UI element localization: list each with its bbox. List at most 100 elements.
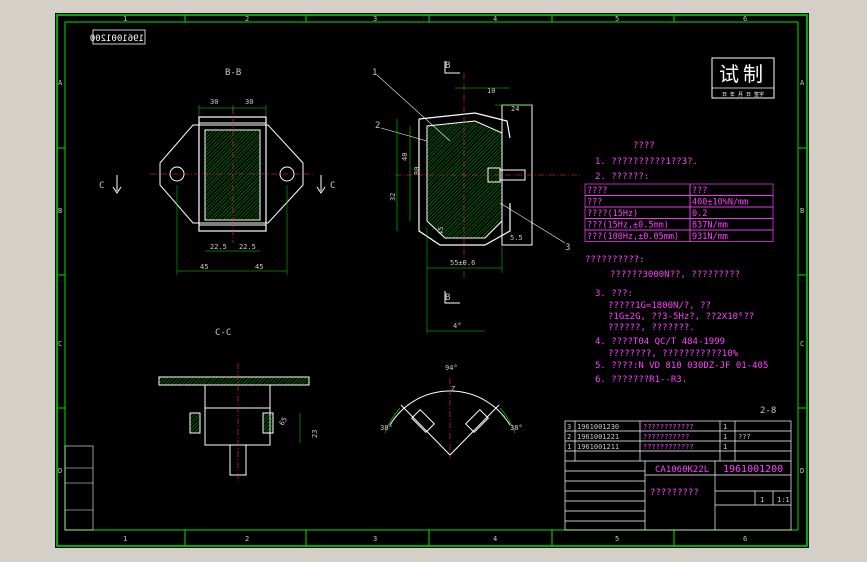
row-marker-c-r: C xyxy=(800,340,804,348)
dim-bb-bot-right: 45 xyxy=(255,263,263,271)
parts-list-cell: 1 xyxy=(723,433,727,441)
note-4a: 4. ????T04 QC/T 484-1999 xyxy=(595,337,725,347)
note-2b: ??????????: xyxy=(585,255,645,265)
note-4b: ????????, ???????????10% xyxy=(608,349,739,359)
cad-drawing: 1 2 3 4 5 6 1 2 3 4 5 6 A B C D A B C D … xyxy=(56,14,808,547)
dim-bb-top-right: 30 xyxy=(245,98,253,106)
note-3a: 3. ???: xyxy=(595,289,633,299)
section-b-bottom: B xyxy=(445,293,450,303)
col-marker-4: 4 xyxy=(493,15,497,23)
row-marker-a-r: A xyxy=(800,79,805,87)
parts-list-cell: ??? xyxy=(738,433,751,441)
spec-table-cell: 0.2 xyxy=(692,209,707,219)
dim-side-55: 55±0.6 xyxy=(450,259,475,267)
spec-table-cell: 837N/mm xyxy=(692,221,728,231)
col-marker-2: 2 xyxy=(245,15,249,23)
spec-table-cell-border xyxy=(689,229,774,242)
col-marker-4b: 4 xyxy=(493,535,497,543)
callout-1: 1 xyxy=(372,68,377,78)
spec-table-cell: ??? xyxy=(692,186,707,196)
parts-list-cell: 3 xyxy=(567,423,571,431)
dim-side-24: 24 xyxy=(511,105,519,113)
dim-cc-65: 65 xyxy=(278,416,289,427)
notes-title: ???? xyxy=(633,141,655,151)
side-section-view xyxy=(376,61,580,333)
col-marker-3b: 3 xyxy=(373,535,377,543)
note-2: 2. ??????: xyxy=(595,172,649,182)
revision-block xyxy=(64,445,94,531)
dim-side-40: 40 xyxy=(401,153,409,161)
col-marker-2b: 2 xyxy=(245,535,249,543)
parts-list-cell: 1 xyxy=(723,423,727,431)
spec-table-cell: ???(100Hz,±0.05mm) xyxy=(587,232,679,242)
doc-number-box xyxy=(92,29,146,45)
technical-notes: ???? 1. ??????????1??3?. 2. ??????: xyxy=(595,141,698,182)
spec-table-cell: ????(15Hz) xyxy=(587,209,638,219)
parts-list-cell: 1961001211 xyxy=(577,443,619,451)
dim-side-45: 45 xyxy=(437,227,445,235)
col-marker-1b: 1 xyxy=(123,535,127,543)
section-c-left: C xyxy=(99,181,104,191)
section-b-top: B xyxy=(445,61,450,71)
row-marker-c: C xyxy=(58,340,62,348)
title-scale: 1:1 xyxy=(777,496,790,504)
dim-side-4: 4° xyxy=(453,322,461,330)
inner-border xyxy=(64,21,799,531)
spec-table-cell: ???? xyxy=(587,186,607,196)
trial-stamp xyxy=(711,57,775,99)
parts-list-cell: 1961001221 xyxy=(577,433,619,441)
dim-side-5-5: 5.5 xyxy=(510,234,523,242)
parts-list-cell: ??????????? xyxy=(643,433,689,441)
spec-table-cell: ??? xyxy=(587,198,602,208)
callout-3: 3 xyxy=(565,243,570,253)
dim-angle-94: 94° xyxy=(445,364,458,372)
doc-number-mirrored: 1961001200 xyxy=(90,34,144,44)
view-label-bb: B-B xyxy=(225,68,241,78)
title-number: 1961001200 xyxy=(723,464,783,475)
dim-angle-38-right: 38° xyxy=(510,424,523,432)
col-marker-1: 1 xyxy=(123,15,127,23)
dim-angle-38-left: 38° xyxy=(380,424,393,432)
section-c-arrows xyxy=(112,175,326,194)
spec-table-cell: 931N/mm xyxy=(692,232,728,242)
spec-table-cell: ???(15Hz,±0.5mm) xyxy=(587,221,669,231)
note-5: 5. ????:N VD 810 030DZ-JF 01-405 xyxy=(595,361,768,371)
col-marker-6: 6 xyxy=(743,15,747,23)
title-model: CA1060K22L xyxy=(655,465,709,475)
col-marker-5b: 5 xyxy=(615,535,619,543)
row-marker-d-r: D xyxy=(800,467,804,475)
zone-ticks xyxy=(57,15,807,546)
sheet-reference: 2-8 xyxy=(760,406,776,416)
parts-list-cell: 1961001230 xyxy=(577,423,619,431)
dim-bb-bot-left: 45 xyxy=(200,263,208,271)
parts-list-cell: ???????????? xyxy=(643,443,694,451)
callout-2: 2 xyxy=(375,121,380,131)
parts-list-cell: 1 xyxy=(567,443,571,451)
parts-list-cell: ???????????? xyxy=(643,423,694,431)
col-marker-3: 3 xyxy=(373,15,377,23)
note-2c: ??????3000N??, ????????? xyxy=(610,270,740,280)
dim-bb-mid-right: 22.5 xyxy=(239,243,256,251)
title-name: ????????? xyxy=(650,488,699,498)
dim-side-10: 10 xyxy=(487,87,495,95)
cc-view xyxy=(158,363,310,483)
angle-view xyxy=(384,378,516,458)
parts-list-cell: 2 xyxy=(567,433,571,441)
outer-border xyxy=(56,14,808,547)
view-label-cc: C-C xyxy=(215,328,231,338)
dim-bb-top-left: 30 xyxy=(210,98,218,106)
stamp-title: 试制 xyxy=(719,62,767,86)
title-block-frame xyxy=(564,420,792,531)
row-marker-a: A xyxy=(58,79,63,87)
title-sheet: 1 xyxy=(760,496,764,504)
col-marker-6b: 6 xyxy=(743,535,747,543)
dim-angle-z: Z xyxy=(451,385,455,393)
col-marker-5: 5 xyxy=(615,15,619,23)
note-6: 6. ???????R1--R3. xyxy=(595,375,687,385)
section-c-right: C xyxy=(330,181,335,191)
parts-list-cell: 1 xyxy=(723,443,727,451)
dim-side-80: 80 xyxy=(413,167,421,175)
dim-bb-mid-left: 22.5 xyxy=(210,243,227,251)
note-1: 1. ??????????1??3?. xyxy=(595,157,698,167)
stamp-small: 日 年 月 日 签字 xyxy=(722,91,764,98)
